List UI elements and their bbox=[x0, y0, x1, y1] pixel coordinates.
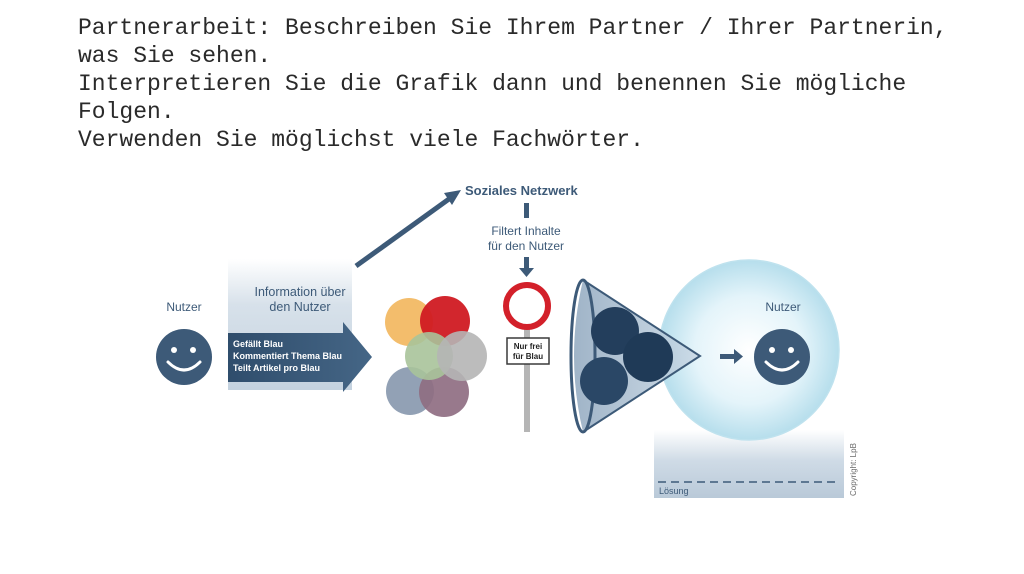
arrow-item-1: Gefällt Blau bbox=[233, 339, 283, 349]
filtered-blue-circles bbox=[580, 307, 673, 405]
copyright-label: Copyright: LpB bbox=[849, 443, 858, 496]
content-circles bbox=[385, 296, 487, 417]
restriction-sign-icon bbox=[503, 282, 551, 432]
filtered-circle-1 bbox=[591, 307, 639, 355]
info-label-line-1: Information über bbox=[254, 285, 345, 299]
user-left-label: Nutzer bbox=[166, 300, 201, 314]
filter-label-line-1: Filtert Inhalte bbox=[491, 224, 561, 238]
info-arrow bbox=[228, 322, 372, 392]
info-label-line-2: den Nutzer bbox=[269, 300, 330, 314]
diagonal-arrow-icon bbox=[354, 190, 461, 269]
down-arrow-icon bbox=[519, 257, 534, 277]
solution-label: Lösung bbox=[659, 486, 689, 496]
task-line-2: Interpretieren Sie die Grafik dann und b… bbox=[78, 71, 907, 125]
filter-label-line-2: für den Nutzer bbox=[488, 239, 564, 253]
filtered-circle-3 bbox=[623, 332, 673, 382]
content-circle-gray bbox=[437, 331, 487, 381]
sign-text-line-1: Nur frei bbox=[514, 342, 542, 351]
user-right-label: Nutzer bbox=[765, 300, 800, 314]
sign-text-line-2: für Blau bbox=[513, 352, 543, 361]
task-line-3: Verwenden Sie möglichst viele Fachwörter… bbox=[78, 127, 644, 153]
right-arrow-icon bbox=[720, 349, 743, 364]
solution-panel bbox=[654, 430, 844, 498]
user-left-smiley-icon bbox=[156, 329, 212, 385]
filtered-circle-2 bbox=[580, 357, 628, 405]
task-line-1: Partnerarbeit: Beschreiben Sie Ihrem Par… bbox=[78, 15, 948, 69]
arrow-item-2: Kommentiert Thema Blau bbox=[233, 351, 342, 361]
user-right-smiley-icon bbox=[754, 329, 810, 385]
social-network-label: Soziales Netzwerk bbox=[465, 183, 578, 198]
task-instructions: Partnerarbeit: Beschreiben Sie Ihrem Par… bbox=[78, 14, 998, 154]
arrow-item-3: Teilt Artikel pro Blau bbox=[233, 363, 320, 373]
